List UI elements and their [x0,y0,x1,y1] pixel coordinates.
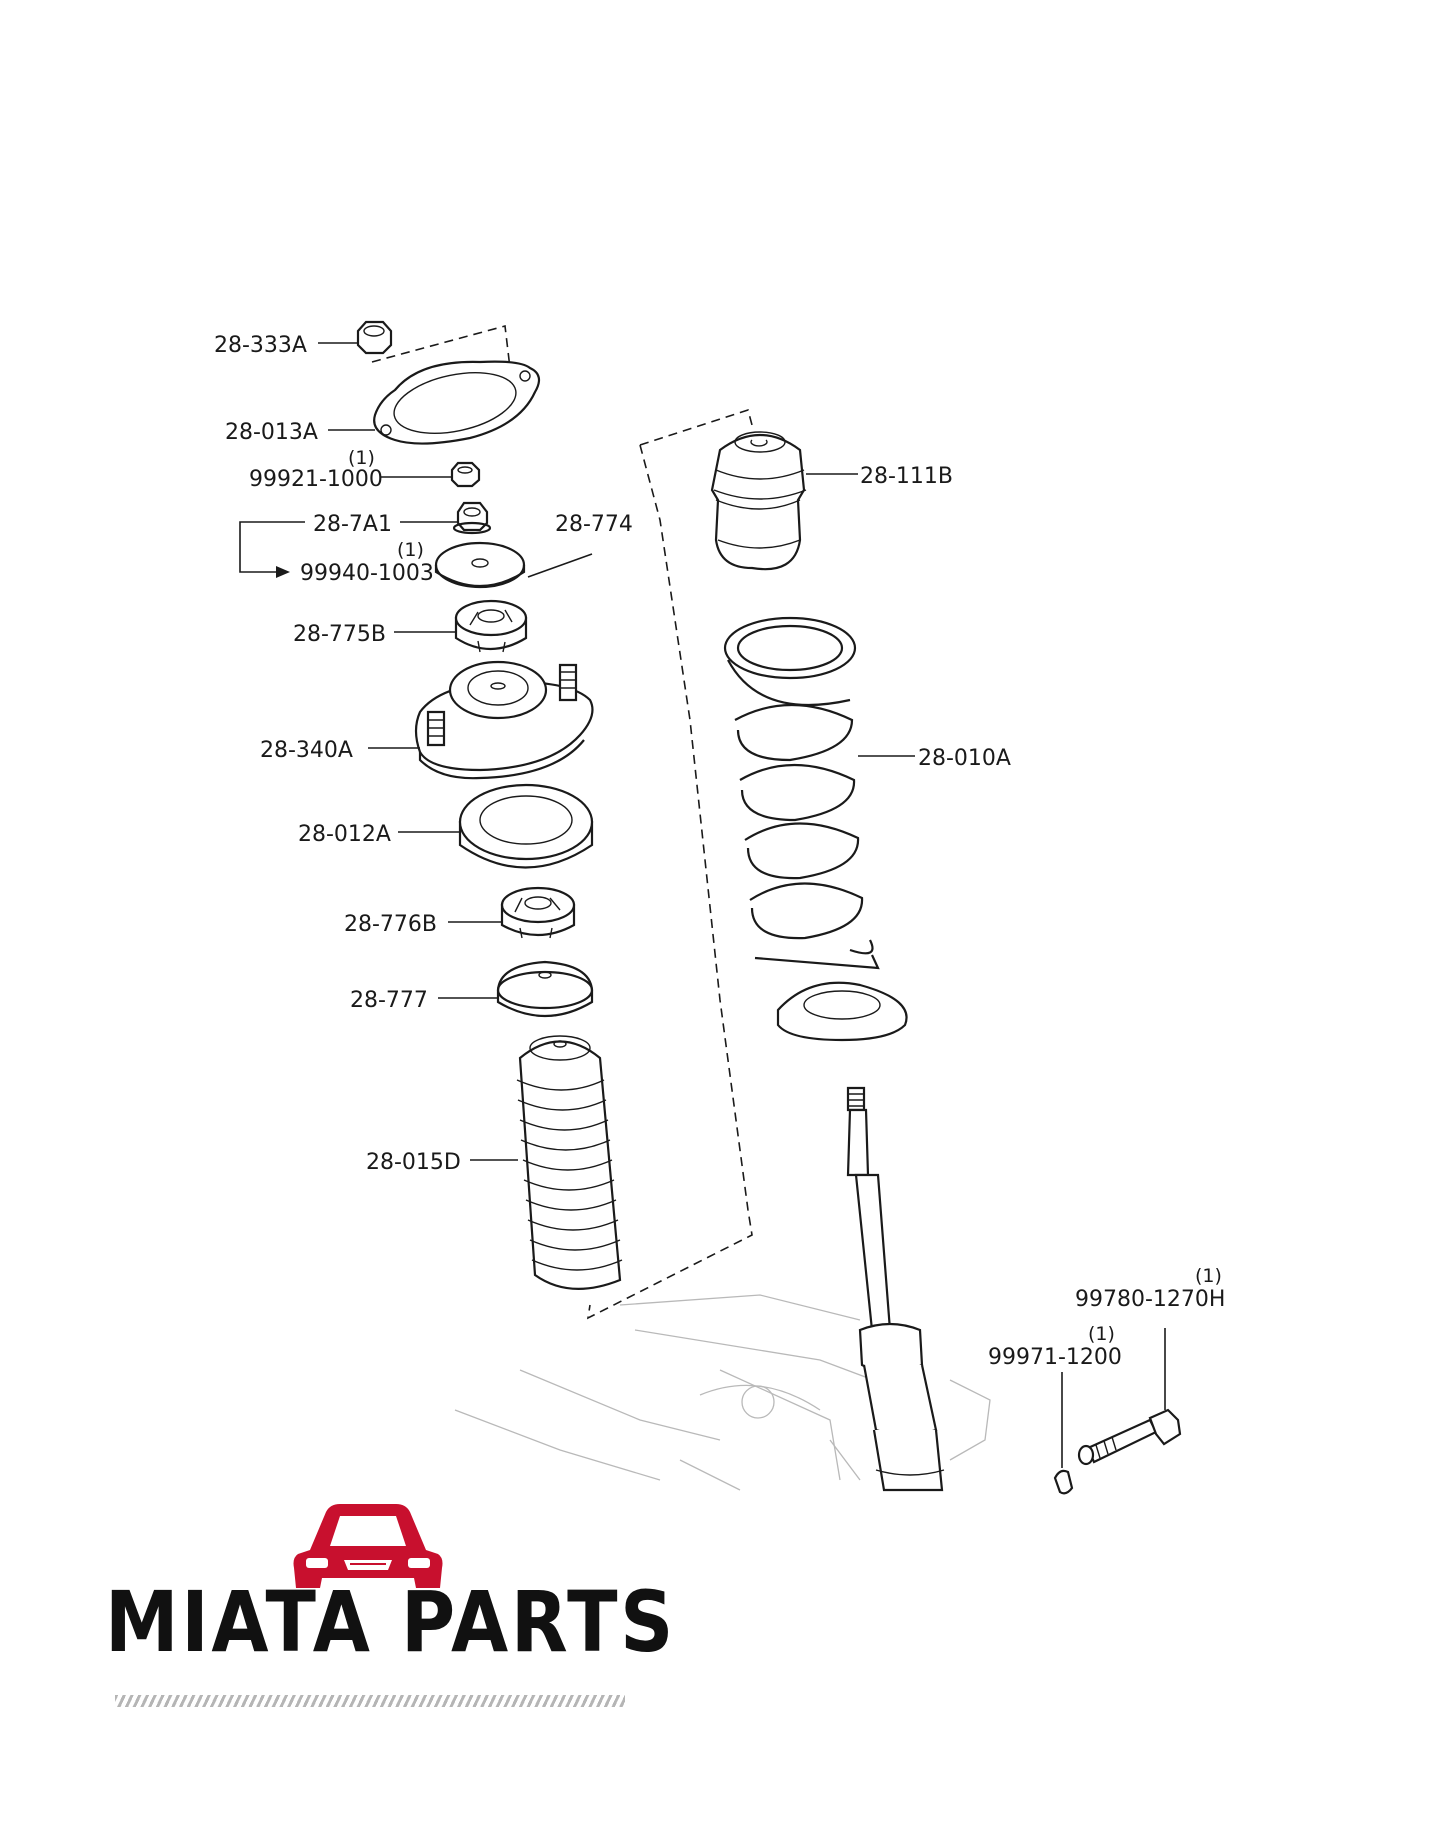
label-28-774: 28-774 [555,512,633,537]
label-99940-1003: 99940-1003 [300,561,434,586]
label-28-013A: 28-013A [225,420,318,445]
part-28-340A-mount: 28-340A [260,660,594,780]
label-99921-1000: 99921-1000 [249,467,383,492]
label-28-015D: 28-015D [366,1150,461,1175]
label-99780-1270H: 99780-1270H [1075,1287,1225,1312]
label-28-777: 28-777 [350,988,428,1013]
label-28-111B: 28-111B [860,464,953,489]
part-28-774-washer: 28-774 (1) 99940-1003 [300,512,633,589]
label-28-775B: 28-775B [293,622,386,647]
brand-title: MIATA PARTS [105,1573,677,1671]
part-28-012A-bearing: 28-012A [298,783,594,869]
bracket-arrow [239,521,305,578]
part-28-015D-boot: 28-015D [366,1035,623,1290]
label-28-333A: 28-333A [214,333,307,358]
part-28-111B-bumpstop: 28-111B [710,431,953,571]
shock-absorber [846,1086,945,1492]
qty-99780-1270H: (1) [1195,1265,1222,1287]
part-99971-1200-nut: (1) 99971-1200 [988,1323,1122,1495]
label-28-010A: 28-010A [918,746,1011,771]
part-28-777-cap: 28-777 [350,960,594,1017]
part-28-775B-bushing: 28-775B [293,599,528,653]
qty-99971-1200: (1) [1088,1323,1115,1345]
label-99971-1200: 99971-1200 [988,1345,1122,1370]
part-99780-1270H-bolt: (1) 99780-1270H [1075,1265,1225,1466]
brand-underline-stripe [115,1695,625,1707]
spring-seat [776,981,908,1042]
alignment-dashed-lines [371,324,753,1320]
qty-99940-1003: (1) [397,539,424,561]
part-99921-1000-nut: (1) 99921-1000 [249,447,481,492]
label-28-340A: 28-340A [260,738,353,763]
qty-99921-1000: (1) [348,447,375,469]
label-28-776B: 28-776B [344,912,437,937]
part-28-013A-plate: 28-013A [225,360,541,445]
part-28-010A-spring: 28-010A [723,616,1011,970]
label-28-7A1: 28-7A1 [313,512,392,537]
part-28-776B-bushing: 28-776B [344,886,576,939]
part-28-7A1-nut: 28-7A1 [313,501,492,537]
part-28-333A-nut: 28-333A [214,320,393,358]
label-28-012A: 28-012A [298,822,391,847]
car-front-icon [293,1504,443,1588]
